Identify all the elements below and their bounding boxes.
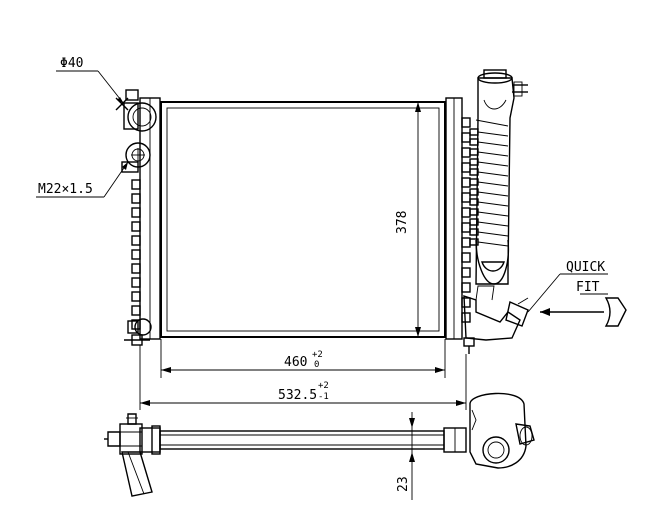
dimension-labels: Φ40 M22×1.5 378 460 +2 0 532.5 +2 -1 QUI… (38, 56, 605, 492)
tank-rib-tab (469, 128, 479, 136)
left-header-tank (131, 97, 161, 340)
tank-rib-tab (469, 228, 479, 236)
expansion-tank (469, 69, 528, 285)
tank-rib-tab (469, 178, 479, 186)
core-width-label: 460 (284, 355, 307, 370)
core-width-tolerance-lower: 0 (314, 360, 319, 370)
tank-rib-tab (469, 158, 479, 166)
overall-width-tolerance-lower: -1 (318, 392, 329, 402)
tank-rib (477, 221, 509, 227)
tank-rib (477, 141, 509, 147)
tank-rib (477, 171, 509, 177)
thickness-label: 23 (396, 476, 411, 492)
right-tank-fin (461, 312, 471, 323)
right-tank-fin (461, 297, 471, 308)
right-tank-fin (461, 177, 471, 188)
outlet-elbow (463, 285, 529, 354)
threaded-sensor-port (121, 142, 151, 173)
tank-rib-tab (469, 168, 479, 176)
tank-rib (477, 201, 509, 207)
tank-rib-tab (469, 188, 479, 196)
left-tank-fin (131, 263, 141, 274)
right-tank-fin (461, 147, 471, 158)
tank-rib-tab (469, 138, 479, 146)
left-tank-fin (131, 277, 141, 288)
core-width-tolerance-upper: +2 (312, 350, 323, 360)
tank-rib-tab (469, 198, 479, 206)
right-tank-fin (461, 132, 471, 143)
radiator-top-view (104, 392, 535, 497)
inlet-diameter-label: Φ40 (60, 56, 83, 71)
tank-rib-tab (469, 218, 479, 226)
left-tank-fin (131, 319, 141, 330)
right-tank-fin (461, 222, 471, 233)
quick-fit-label-line2: FIT (576, 280, 600, 295)
right-tank-fin (461, 117, 471, 128)
left-tank-fin (131, 207, 141, 218)
left-tank-fin (131, 235, 141, 246)
dimensions (36, 70, 467, 500)
tank-rib-tab (469, 238, 479, 246)
right-tank-fin (461, 282, 471, 293)
tank-rib-tab (469, 148, 479, 156)
radiator-front-view (115, 69, 627, 354)
left-tank-fin (131, 291, 141, 302)
tank-rib (477, 241, 509, 247)
tank-rib (477, 151, 509, 157)
left-tank-fin (131, 249, 141, 260)
tank-rib (477, 161, 509, 167)
height-label: 378 (395, 211, 410, 234)
overall-width-label: 532.5 (278, 388, 317, 403)
right-tank-fin (461, 207, 471, 218)
tank-rib (477, 131, 509, 137)
radiator-core (160, 101, 446, 338)
right-tank-fin (461, 237, 471, 248)
tank-rib (477, 181, 509, 187)
right-tank-fin (461, 192, 471, 203)
left-tank-fin (131, 305, 141, 316)
tank-rib (477, 231, 509, 237)
right-tank-fin (461, 162, 471, 173)
tank-rib-tab (469, 208, 479, 216)
right-header-tank (445, 97, 471, 340)
left-tank-fin (131, 179, 141, 190)
thread-label: M22×1.5 (38, 182, 93, 197)
tank-rib (477, 211, 509, 217)
left-tank-fin (131, 221, 141, 232)
tank-rib (477, 191, 509, 197)
right-tank-fin (461, 267, 471, 278)
overall-width-tolerance-upper: +2 (318, 381, 329, 391)
quick-fit-label-line1: QUICK (566, 260, 605, 275)
right-tank-fin (461, 252, 471, 263)
quick-fit-connector (527, 273, 627, 327)
drain-fitting (124, 318, 152, 346)
left-tank-fin (131, 193, 141, 204)
core-top-view (159, 430, 445, 450)
